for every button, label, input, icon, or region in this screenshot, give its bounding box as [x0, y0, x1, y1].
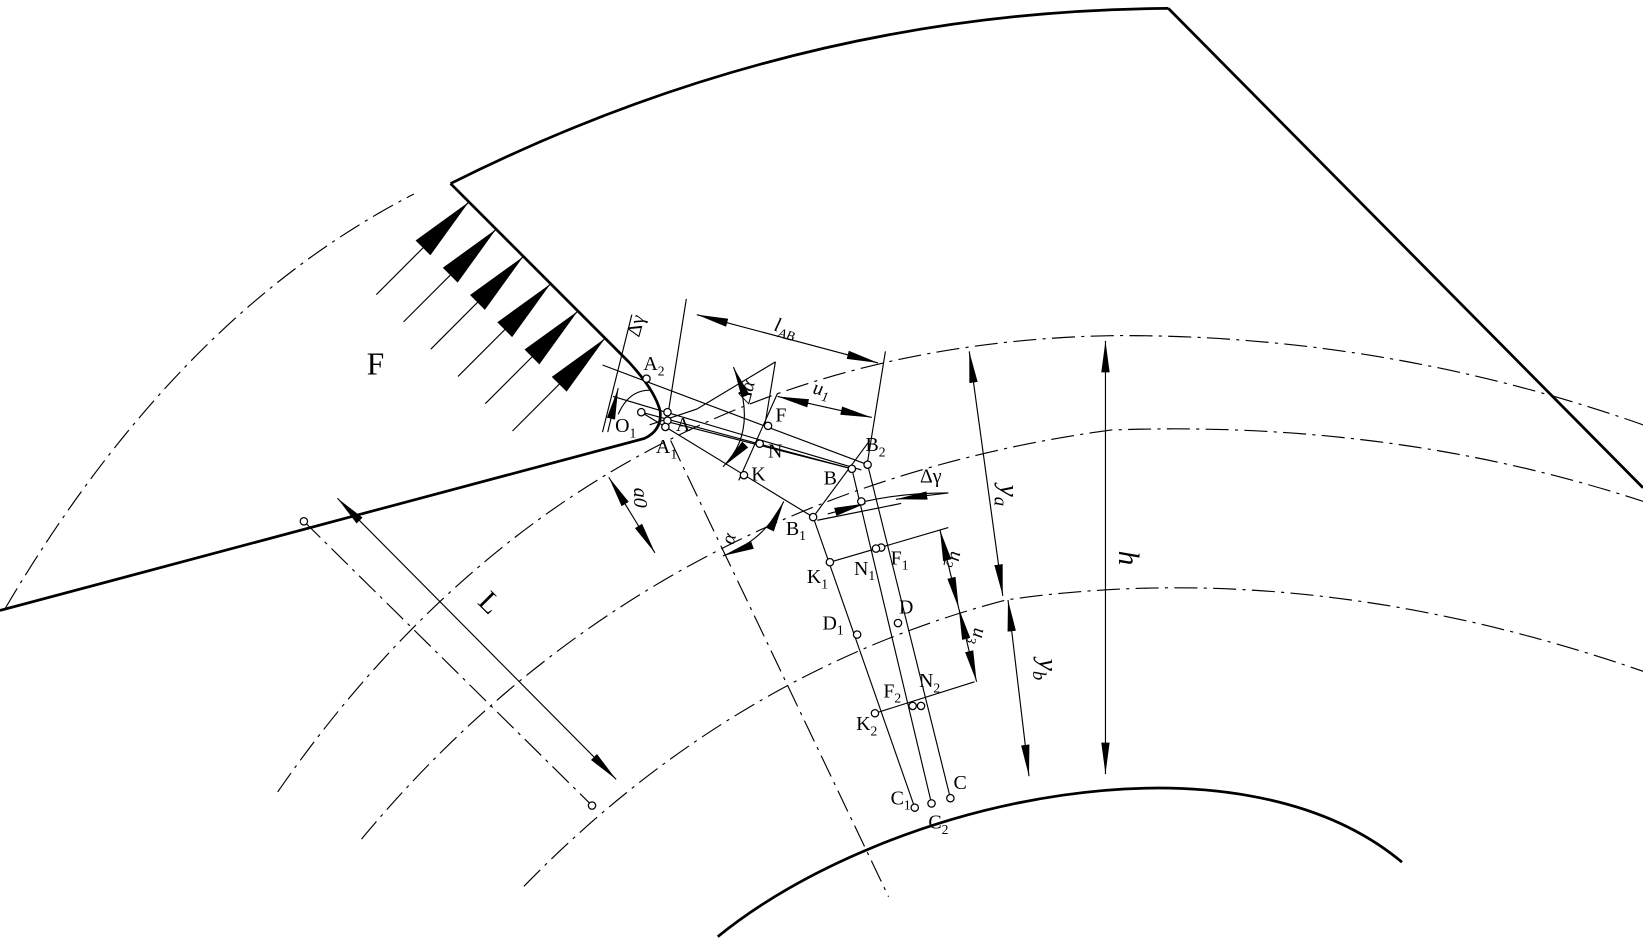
label-dgamma-top: Δγ — [623, 312, 650, 339]
dimension-lines — [336, 314, 1110, 780]
label-K2: K2 — [856, 713, 877, 738]
label-lAB: lAB — [771, 314, 800, 344]
label-B2: B2 — [866, 434, 886, 459]
label-D: D — [899, 597, 913, 619]
label-B: B — [824, 468, 837, 490]
load-arrow-head — [470, 256, 524, 310]
load-arrow-head — [415, 201, 469, 256]
radial-centerline — [670, 440, 890, 898]
label-N: N — [768, 440, 782, 462]
load-arrow-head — [551, 338, 606, 392]
label-u2: u2 — [940, 549, 968, 570]
label-h: h — [1112, 551, 1144, 566]
label-yb: yb — [1028, 656, 1063, 681]
label-u1: u1 — [810, 377, 832, 405]
inner-arc — [716, 786, 1403, 938]
label-C1: C1 — [891, 787, 911, 812]
outer-edge — [1167, 7, 1643, 489]
label-C: C — [954, 772, 967, 794]
label-F1: F1 — [891, 547, 909, 572]
load-arrow-head — [442, 229, 497, 283]
centerline-arc-3 — [523, 587, 1643, 887]
label-A: A — [676, 414, 691, 436]
left-centerline-arc — [4, 193, 415, 609]
label-C2: C2 — [928, 812, 948, 837]
label-D1: D1 — [823, 612, 844, 637]
label-u3: u3 — [963, 626, 991, 647]
load-arrow-head — [497, 283, 551, 338]
label-L: L — [472, 585, 507, 620]
L-extension — [303, 520, 593, 806]
label-F: F — [775, 405, 786, 427]
label-force: F — [367, 346, 384, 381]
label-F2: F2 — [883, 681, 901, 706]
label-alpha: α — [717, 530, 741, 546]
label-dgamma-right: Δγ — [920, 465, 942, 487]
label-ya: ya — [989, 482, 1024, 507]
outer-arc — [449, 7, 1169, 185]
blade-edge — [0, 182, 662, 612]
label-B1: B1 — [786, 518, 806, 543]
label-a0: a0 — [629, 488, 651, 508]
joint-points — [299, 374, 955, 812]
label-K: K — [751, 463, 766, 485]
label-K1: K1 — [807, 566, 828, 591]
label-A1: A1 — [656, 436, 677, 461]
load-arrows — [375, 201, 606, 432]
label-O1: O1 — [615, 415, 636, 440]
load-arrow-head — [524, 310, 578, 365]
centerline-arc-1 — [277, 335, 1643, 793]
label-A2: A2 — [643, 353, 664, 378]
label-N2: N2 — [919, 670, 940, 695]
label-N1: N1 — [854, 558, 875, 583]
